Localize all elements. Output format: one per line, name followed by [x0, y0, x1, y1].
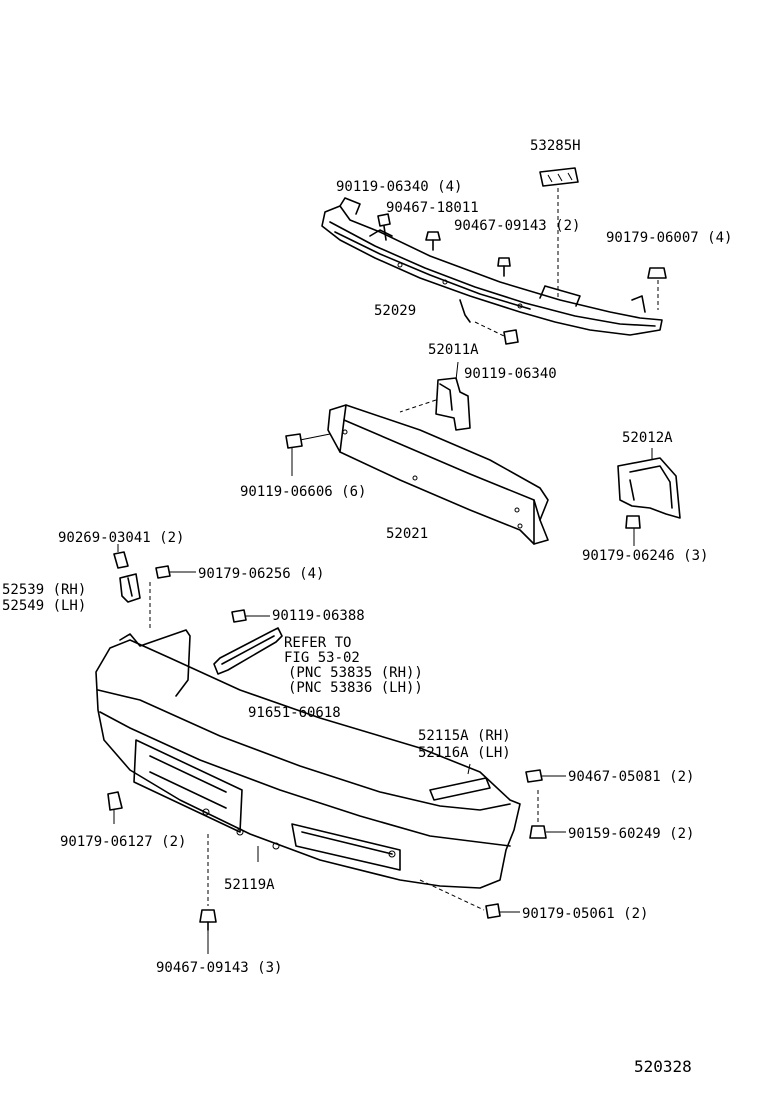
- nut-90179-06007: [647, 267, 667, 310]
- label-90269-03041-2: 90269-03041 (2): [58, 530, 184, 546]
- bolt-90119-06388: [231, 609, 270, 623]
- label-90119-06606-6: 90119-06606 (6): [240, 484, 366, 500]
- retainer-52539-52549: [119, 573, 141, 603]
- label-90119-06340: 90119-06340: [464, 366, 557, 382]
- label-52119A: 52119A: [224, 877, 275, 893]
- clip-90269-03041: [113, 544, 129, 569]
- label-90159-60249-2: 90159-60249 (2): [568, 826, 694, 842]
- label-90179-05061-2: 90179-05061 (2): [522, 906, 648, 922]
- label-90179-06007-4: 90179-06007 (4): [606, 230, 732, 246]
- label-53285H: 53285H: [530, 138, 581, 154]
- label-90467-09143-3: 90467-09143 (3): [156, 960, 282, 976]
- label-52012A: 52012A: [622, 430, 673, 446]
- nut-90467-05081: [525, 769, 566, 783]
- figure-number: 520328: [634, 1057, 692, 1076]
- label-90179-06127-2: 90179-06127 (2): [60, 834, 186, 850]
- label-52116A-LH: 52116A (LH): [418, 745, 511, 761]
- label-91651-60618: 91651-60618: [248, 705, 341, 721]
- nut-90179-06256: [149, 565, 196, 630]
- brace-refer-fig-53-02: [213, 627, 283, 675]
- screw-90159-60249: [529, 790, 566, 839]
- bracket-53285H: [539, 167, 579, 300]
- bolt-90119-06340-top: [377, 213, 391, 241]
- label-pnc-53836-lh: (PNC 53836 (LH)): [288, 680, 423, 696]
- label-52115A-RH: 52115A (RH): [418, 728, 511, 744]
- clip-90467-09143-bottom: [199, 834, 217, 954]
- label-90119-06388: 90119-06388: [272, 608, 365, 624]
- upper-reinforcement-52029: [321, 197, 663, 336]
- clip-90179-06127: [107, 791, 123, 824]
- bracket-52012A: [617, 448, 681, 519]
- label-52021: 52021: [386, 526, 428, 542]
- label-90467-18011: 90467-18011: [386, 200, 479, 216]
- bumper-cover-52119A: [95, 629, 521, 889]
- bolt-90119-06606: [285, 433, 303, 476]
- bracket-52011A: [399, 361, 471, 431]
- label-refer-to: REFER TO: [284, 635, 351, 651]
- bumper-reinforcement-52021: [299, 404, 549, 545]
- nut-90179-05061: [419, 879, 520, 919]
- label-52539-RH: 52539 (RH): [2, 582, 86, 598]
- clip-90467-09143-top: [497, 257, 511, 277]
- nut-90179-06246: [625, 515, 641, 546]
- label-90179-06256-4: 90179-06256 (4): [198, 566, 324, 582]
- label-fig-53-02: FIG 53-02: [284, 650, 360, 666]
- label-52011A: 52011A: [428, 342, 479, 358]
- label-pnc-53835-rh: (PNC 53835 (RH)): [288, 665, 423, 681]
- label-90467-05081-2: 90467-05081 (2): [568, 769, 694, 785]
- label-90179-06246-3: 90179-06246 (3): [582, 548, 708, 564]
- label-52549-LH: 52549 (LH): [2, 598, 86, 614]
- clip-90467-18011: [425, 231, 441, 251]
- label-90119-06340-4: 90119-06340 (4): [336, 179, 462, 195]
- label-90467-09143-2: 90467-09143 (2): [454, 218, 580, 234]
- label-52029: 52029: [374, 303, 416, 319]
- bolt-90119-06340: [474, 321, 519, 345]
